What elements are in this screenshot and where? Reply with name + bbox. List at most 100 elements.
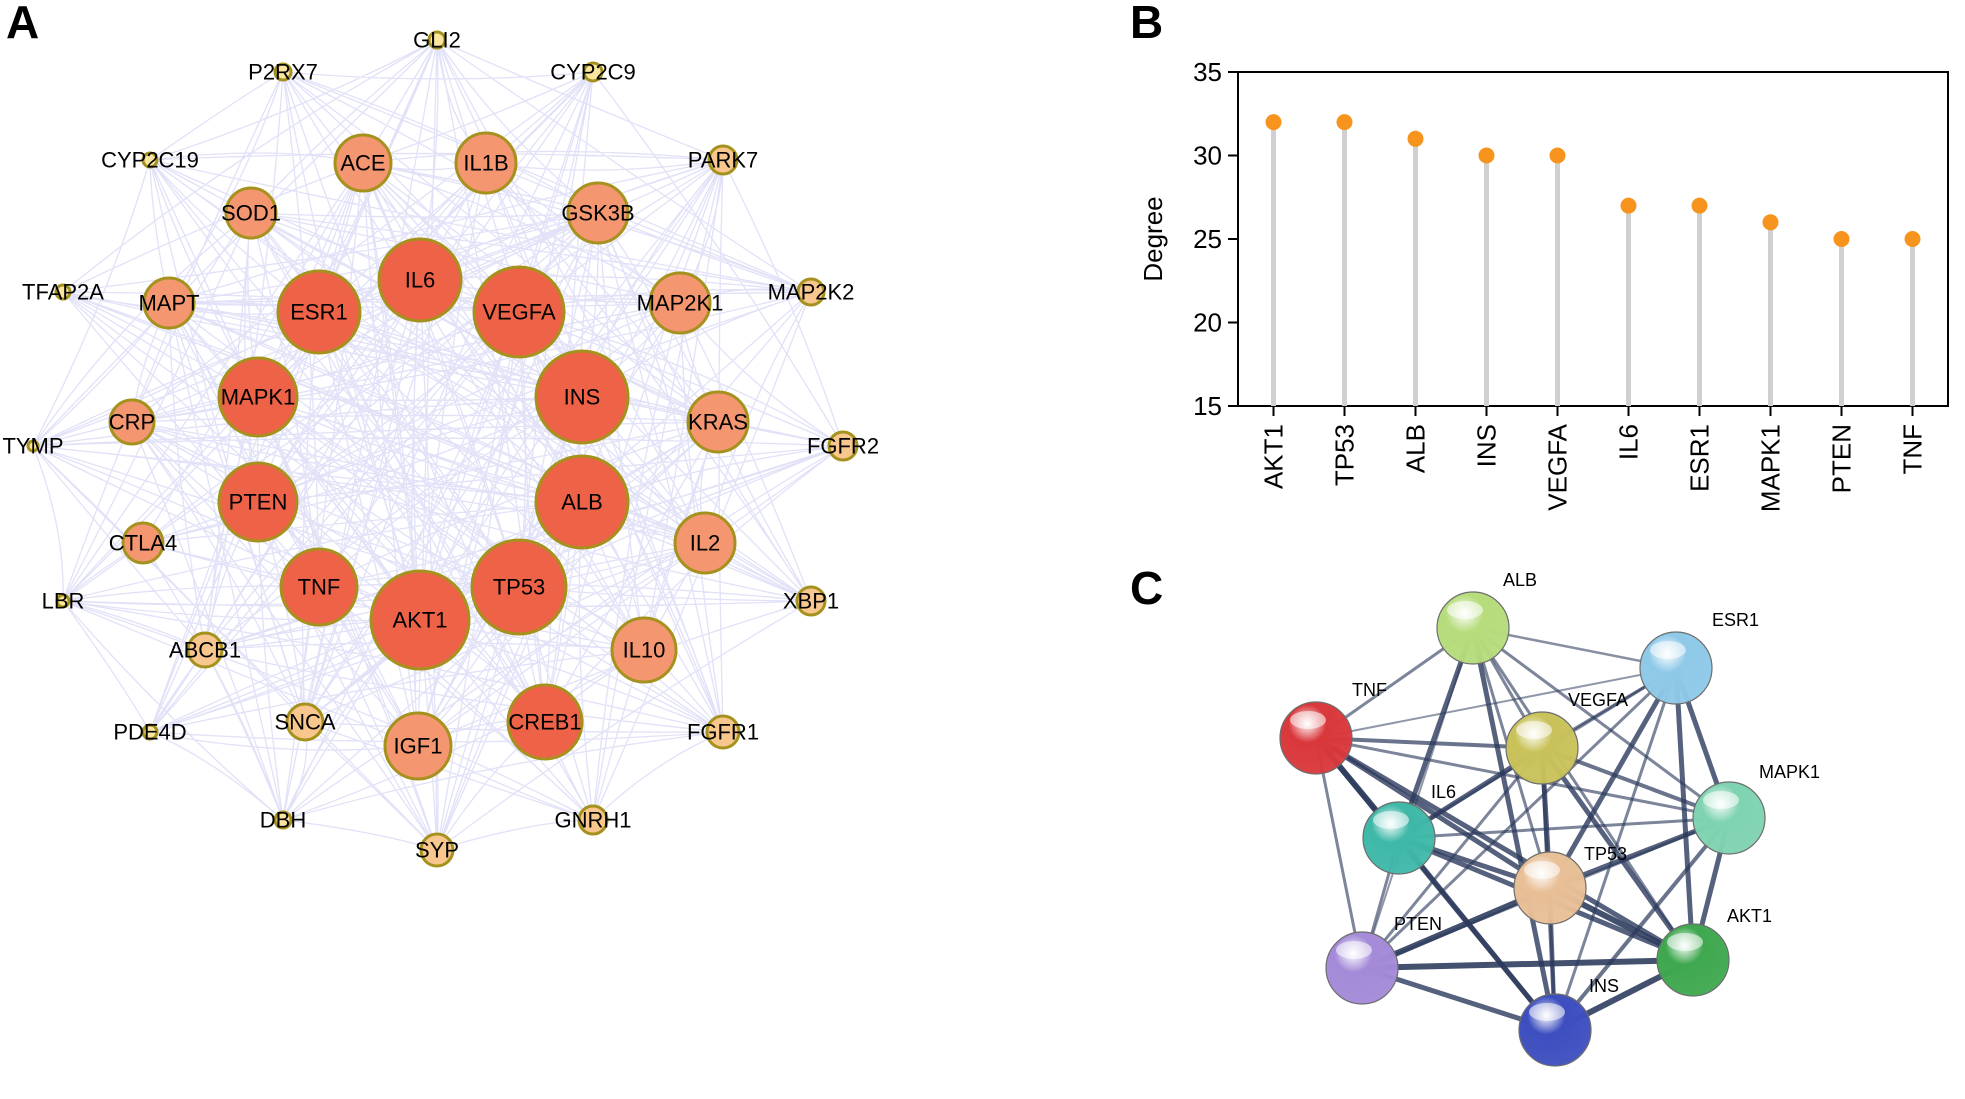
string-edge-esr1-tnf xyxy=(1315,667,1677,739)
network-node-tp53: TP53 xyxy=(470,538,568,636)
network-node-circle xyxy=(276,269,362,355)
network-node-abcb1: ABCB1 xyxy=(169,631,241,669)
network-node-label: ESR1 xyxy=(290,300,347,325)
network-node-circle xyxy=(534,454,630,550)
network-node-label: ABCB1 xyxy=(169,638,241,663)
network-node-kras: KRAS xyxy=(686,390,750,454)
network-node-il10: IL10 xyxy=(610,616,678,684)
network-node-label: TNF xyxy=(298,575,341,600)
network-node-circle xyxy=(141,151,159,169)
x-tick-label: TP53 xyxy=(1330,424,1360,486)
string-node-label: PTEN xyxy=(1394,914,1442,934)
panel-label-a: A xyxy=(6,0,39,48)
network-node-gnrh1: GNRH1 xyxy=(554,804,632,836)
network-node-label: XBP1 xyxy=(783,589,839,614)
network-node-p2rx7: P2RX7 xyxy=(248,60,318,85)
network-node-label: ALB xyxy=(561,490,603,515)
network-node-label: DBH xyxy=(260,808,306,833)
network-node-label: CYP2C19 xyxy=(101,148,199,173)
network-node-circle xyxy=(686,390,750,454)
lollipop-dot-tp53 xyxy=(1336,114,1353,131)
network-node-label: MAPT xyxy=(138,291,199,316)
string-node-highlight xyxy=(1336,941,1372,959)
network-node-circle xyxy=(377,237,463,323)
network-node-ctla4: CTLA4 xyxy=(109,521,177,565)
string-node-highlight xyxy=(1529,1003,1565,1021)
y-axis-label: Degree xyxy=(1138,196,1168,281)
network-node-label: INS xyxy=(564,385,601,410)
network-node-circle xyxy=(273,62,293,82)
lollipop-stems xyxy=(1271,122,1915,406)
string-edge-il6-ins xyxy=(1397,836,1557,1032)
string-edge-esr1-akt1 xyxy=(1673,667,1696,961)
network-node-park7: PARK7 xyxy=(688,144,758,176)
network-node-label: SNCA xyxy=(274,710,335,735)
network-node-label: FGFR2 xyxy=(807,434,879,459)
network-node-label: CREB1 xyxy=(508,710,581,735)
network-node-xbp1: XBP1 xyxy=(783,585,839,617)
network-node-circle xyxy=(285,702,325,742)
lollipop-dot-mapk1 xyxy=(1762,214,1779,231)
network-node-circle xyxy=(795,585,827,617)
network-node-circle xyxy=(827,430,859,462)
network-node-circle xyxy=(273,810,293,830)
network-node-circle xyxy=(26,439,40,453)
string-node-ins: INS xyxy=(1518,976,1619,1067)
string-node-highlight xyxy=(1290,711,1326,729)
string-node-highlight xyxy=(1447,601,1483,619)
string-node-vegfa: VEGFA xyxy=(1505,690,1628,785)
network-node-sod1: SOD1 xyxy=(221,186,281,240)
x-tick-label: MAPK1 xyxy=(1756,424,1786,512)
lollipop-dot-alb xyxy=(1407,130,1424,147)
string-edge-akt1-pten xyxy=(1361,957,1694,971)
network-node-fgfr1: FGFR1 xyxy=(687,714,759,750)
network-node-circle xyxy=(796,277,826,307)
network-node-label: IL6 xyxy=(405,268,436,293)
network-node-map2k1: MAP2K1 xyxy=(637,271,723,335)
lollipop-dot-il6 xyxy=(1620,197,1637,214)
network-node-circle xyxy=(217,356,299,438)
network-node-esr1: ESR1 xyxy=(276,269,362,355)
network-node-circle xyxy=(121,521,165,565)
network-node-label: VEGFA xyxy=(482,300,556,325)
network-node-circle xyxy=(217,461,299,543)
y-tick-label: 25 xyxy=(1193,224,1222,254)
x-tick-label: IL6 xyxy=(1614,424,1644,460)
lollipop-dot-esr1 xyxy=(1691,197,1708,214)
network-node-circle xyxy=(470,538,568,636)
network-node-label: IL1B xyxy=(463,151,508,176)
string-node-label: AKT1 xyxy=(1727,906,1772,926)
network-node-map2k2: MAP2K2 xyxy=(768,277,855,307)
string-node-highlight xyxy=(1650,641,1686,659)
network-node-label: MAP2K2 xyxy=(768,280,855,305)
string-node-pten: PTEN xyxy=(1325,914,1442,1005)
network-node-circle xyxy=(534,349,630,445)
network-node-label: IL10 xyxy=(623,638,666,663)
x-tick-label: VEGFA xyxy=(1543,423,1573,510)
network-node-fgfr2: FGFR2 xyxy=(807,430,879,462)
lollipop-dot-ins xyxy=(1478,147,1495,164)
string-edge-vegfa-akt1 xyxy=(1539,746,1696,962)
network-node-label: PTEN xyxy=(229,490,288,515)
panel-label-b: B xyxy=(1130,0,1163,48)
network-node-gsk3b: GSK3B xyxy=(561,181,635,245)
network-node-label: PDE4D xyxy=(113,720,186,745)
network-node-mapk1: MAPK1 xyxy=(217,356,299,438)
network-node-circle xyxy=(506,683,584,761)
string-edge-alb-mapk1 xyxy=(1472,626,1730,820)
network-node-label: KRAS xyxy=(688,410,748,435)
network-node-label: CRP xyxy=(109,410,155,435)
network-node-label: AKT1 xyxy=(392,608,447,633)
network-node-label: TYMP xyxy=(2,434,63,459)
network-node-circle xyxy=(673,511,737,575)
network-node-syp: SYP xyxy=(415,832,459,868)
string-node-label: ESR1 xyxy=(1712,610,1759,630)
string-node-label: ALB xyxy=(1503,570,1537,590)
network-node-label: IGF1 xyxy=(394,734,443,759)
network-node-crp: CRP xyxy=(108,398,156,446)
string-node-il6: IL6 xyxy=(1362,782,1456,875)
